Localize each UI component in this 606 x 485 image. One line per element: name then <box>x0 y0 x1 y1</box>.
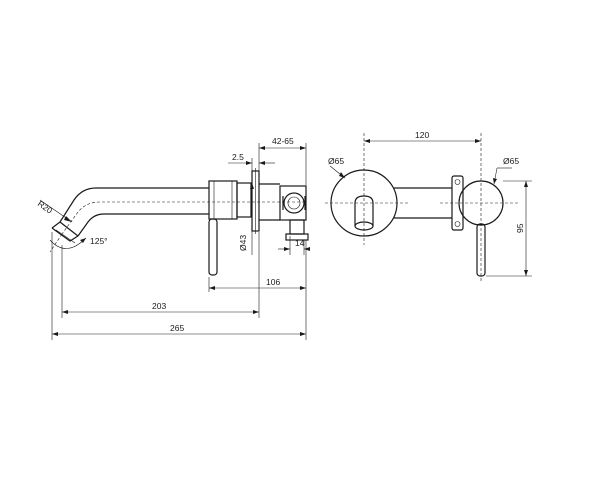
side-view: 42-65 2.5 Ø43 14 <box>36 136 310 340</box>
dim-2-5-label: 2.5 <box>232 152 244 162</box>
dim-203: 203 <box>61 232 260 318</box>
dim-r20-label: R20 <box>36 198 55 215</box>
front-view: 120 Ø65 Ø65 95 <box>325 130 532 282</box>
dim-265-label: 265 <box>170 323 184 333</box>
dim-14: 14 <box>278 236 310 255</box>
dim-2-5: 2.5 <box>228 152 275 171</box>
valve-body <box>259 183 309 241</box>
dim-265: 265 <box>51 232 306 340</box>
dim-dia-65-right-label: Ø65 <box>503 156 519 166</box>
dim-120: 120 <box>364 130 481 143</box>
dim-angle-125: 125° <box>49 236 108 249</box>
dim-106-label: 106 <box>266 277 280 287</box>
dim-42-65: 42-65 <box>258 136 307 185</box>
dim-dia-65-left: Ø65 <box>328 156 346 179</box>
spout-outline <box>59 187 209 223</box>
dim-r20: R20 <box>36 198 73 223</box>
dim-14-label: 14 <box>295 238 305 248</box>
dim-dia-65-right: Ø65 <box>493 156 519 185</box>
dim-dia-43-label: Ø43 <box>238 235 248 251</box>
dim-95: 95 <box>486 180 532 277</box>
handle-lever <box>208 218 218 276</box>
dim-dia-43: Ø43 <box>238 183 254 255</box>
spout-tip <box>51 221 79 242</box>
spout-centerline <box>61 201 305 235</box>
dim-dia-65-left-label: Ø65 <box>328 156 344 166</box>
dim-angle-125-label: 125° <box>90 236 108 246</box>
dim-120-label: 120 <box>415 130 429 140</box>
dim-42-65-label: 42-65 <box>272 136 294 146</box>
dim-203-label: 203 <box>152 301 166 311</box>
dim-95-label: 95 <box>515 223 525 233</box>
mixer-body <box>208 180 238 220</box>
dim-106: 106 <box>208 240 307 340</box>
